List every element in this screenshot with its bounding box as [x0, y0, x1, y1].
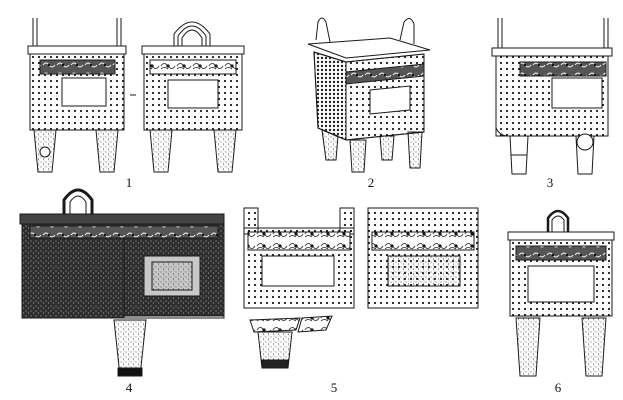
fig-4-drawing [19, 188, 225, 377]
fig-5-label: 5 [330, 380, 338, 395]
fig-6-label: 6 [554, 380, 562, 395]
fig-2-label: 2 [367, 175, 375, 190]
fig-1-drawing [27, 18, 245, 173]
fig-2-drawing [307, 17, 431, 173]
fig-5-drawing [243, 207, 479, 369]
fig-3-drawing [491, 18, 613, 175]
fig-1-label: 1 [125, 175, 133, 190]
fig-6-drawing [507, 209, 615, 377]
fig-3-label: 3 [546, 175, 554, 190]
fig-4-label: 4 [125, 380, 133, 395]
